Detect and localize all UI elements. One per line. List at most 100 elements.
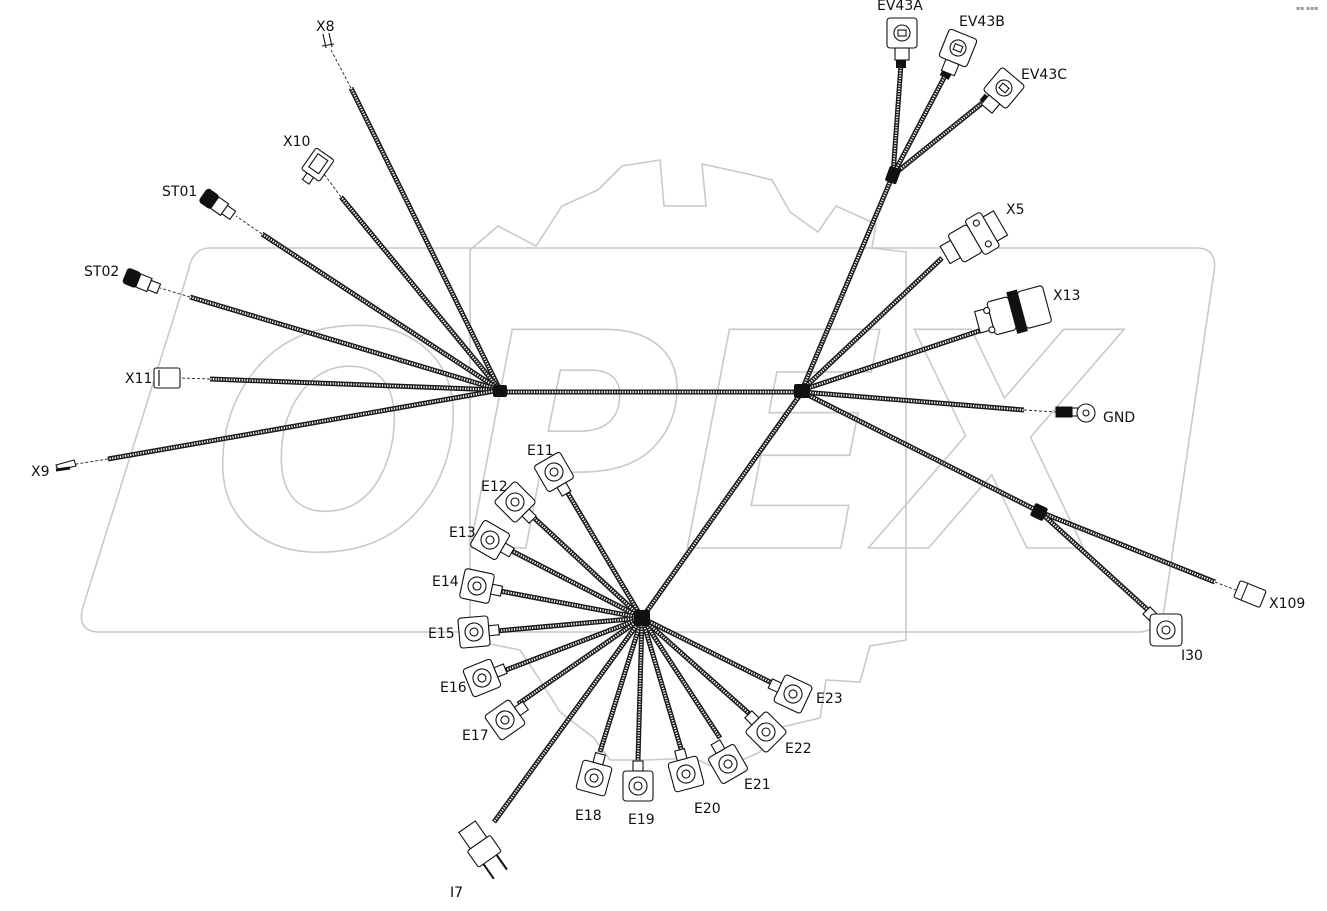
wire-e20	[639, 617, 685, 753]
wire-i7	[491, 616, 645, 824]
wire-ev43c	[891, 98, 988, 177]
connector-e18	[575, 751, 613, 797]
wire-i30	[1038, 510, 1152, 614]
wire-e19	[635, 617, 645, 761]
wire-e17	[516, 615, 644, 707]
sleeve-ev43a	[896, 60, 906, 68]
wire-e12	[530, 514, 644, 620]
wire-e11	[563, 488, 645, 620]
connector-e20	[667, 747, 705, 793]
label-e11: E11	[527, 443, 554, 459]
label-x5: X5	[1006, 202, 1025, 218]
connector-gnd	[1055, 403, 1096, 423]
connector-x9	[55, 459, 77, 472]
connector-e13	[470, 520, 515, 560]
label-ev43b: EV43B	[959, 14, 1005, 30]
label-st02: ST02	[84, 264, 119, 280]
wire-x109	[1039, 509, 1216, 585]
connector-e23	[767, 674, 813, 714]
connector-i30	[1142, 606, 1183, 647]
wire-x10	[339, 195, 502, 392]
label-i30: I30	[1181, 648, 1203, 664]
connector-st01	[199, 188, 237, 221]
connector-x109	[1233, 580, 1267, 608]
label-x10: X10	[283, 134, 310, 150]
connector-e19	[622, 760, 654, 802]
wire-e14	[499, 588, 643, 621]
wire-e16	[505, 615, 643, 673]
label-e19: E19	[628, 812, 655, 828]
label-ev43a: EV43A	[877, 0, 923, 14]
label-x8: X8	[316, 19, 335, 35]
connector-x8	[321, 32, 335, 49]
wire-e18	[597, 617, 645, 753]
wire-x11	[209, 376, 501, 393]
junction-lower	[634, 610, 650, 626]
lead-lines	[69, 47, 1237, 591]
wire-e23	[640, 615, 776, 687]
wire-ev43b	[890, 72, 949, 177]
connector-e21	[708, 739, 748, 784]
junction-left	[493, 385, 507, 397]
label-e23: E23	[816, 691, 843, 707]
wire-x5	[800, 256, 944, 392]
wire-x109-i30-trunk	[800, 389, 1042, 515]
connector-e16	[462, 658, 508, 698]
label-ev43c: EV43C	[1021, 67, 1067, 83]
connector-ev43c	[980, 67, 1025, 114]
wire-bundles	[107, 63, 1216, 824]
junctions	[493, 60, 1048, 626]
connector-e15	[457, 615, 500, 649]
connector-e22	[744, 710, 787, 753]
wire-e21	[639, 616, 723, 740]
label-e17: E17	[462, 728, 489, 744]
label-e22: E22	[785, 741, 812, 757]
label-e20: E20	[694, 801, 721, 817]
watermark-text: OPEX	[212, 270, 1124, 619]
label-gnd: GND	[1103, 410, 1135, 426]
connector-e11	[534, 452, 574, 497]
label-e16: E16	[440, 680, 467, 696]
wire-x8	[348, 86, 503, 392]
wire-gnd	[801, 389, 1025, 413]
label-st01: ST01	[162, 184, 197, 200]
label-e15: E15	[428, 626, 455, 642]
wire-ev43-trunk	[799, 174, 896, 391]
connector-e14	[459, 568, 504, 604]
label-x109: X109	[1269, 596, 1305, 612]
label-x9: X9	[31, 464, 50, 480]
wire-st02	[189, 294, 501, 393]
label-i7: I7	[450, 885, 463, 901]
wire-x13	[801, 327, 983, 393]
label-e14: E14	[432, 574, 459, 590]
wire-lower-trunk	[639, 390, 805, 620]
label-x11: X11	[125, 371, 152, 387]
watermark-gear	[469, 159, 907, 771]
label-e21: E21	[744, 777, 771, 793]
junction-center	[794, 384, 810, 398]
connector-x13	[973, 285, 1052, 335]
connector-ev43b	[938, 28, 978, 77]
connector-x11	[153, 367, 181, 389]
connector-labels: X8 X10 ST01 ST02 X11 X9 EV43A EV43B EV43…	[31, 0, 1305, 901]
wire-e22	[640, 616, 754, 718]
wire-x9	[107, 387, 501, 462]
connector-e17	[484, 699, 530, 741]
wire-e15	[495, 615, 643, 634]
connector-ev43a	[886, 17, 918, 61]
watermark-logo: OPEX	[80, 159, 1216, 771]
connector-e12	[494, 481, 537, 524]
corner-mark: ▪▪ ▪▪▪	[1296, 5, 1318, 12]
wire-e13	[508, 547, 644, 621]
junction-x109-i30	[1030, 503, 1048, 521]
wire-ev43a	[890, 63, 904, 176]
connector-x5	[939, 210, 1009, 265]
label-e12: E12	[481, 479, 508, 495]
connector-x10	[301, 147, 334, 185]
watermark-badge	[80, 247, 1216, 633]
connector-i7	[458, 820, 508, 880]
label-x13: X13	[1053, 288, 1080, 304]
label-e13: E13	[449, 525, 476, 541]
connector-st02	[122, 268, 162, 295]
